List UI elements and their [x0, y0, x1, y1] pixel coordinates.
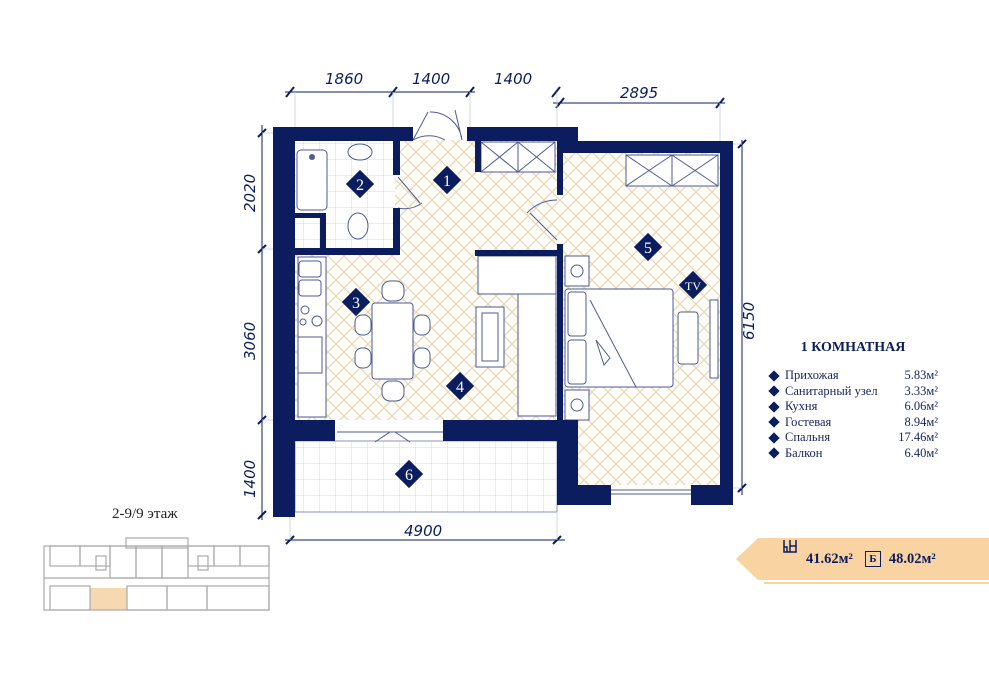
- diamond-icon: [768, 401, 780, 413]
- room-marker-3: 3: [341, 287, 371, 317]
- doors: [337, 109, 691, 495]
- dining-table: [371, 302, 414, 380]
- bench: [677, 311, 699, 365]
- walls: [273, 127, 733, 517]
- legend-item: Балкон 6.40м²: [768, 446, 938, 462]
- oven: [297, 336, 323, 374]
- svg-text:5: 5: [644, 240, 652, 257]
- legend-room-name: Спальня: [785, 430, 831, 445]
- diamond-icon: [768, 447, 780, 459]
- dim-top-1: 1860: [325, 70, 363, 88]
- total-area-icon: Б: [864, 551, 881, 567]
- furniture: [296, 141, 719, 421]
- legend-room-name: Балкон: [785, 445, 823, 460]
- bed: [564, 288, 674, 388]
- legend-room-area: 6.06м²: [904, 399, 938, 414]
- dim-top-3: 1400: [494, 70, 532, 88]
- toilet: [347, 212, 369, 240]
- legend-room-area: 6.40м²: [904, 445, 938, 460]
- tv-console: [709, 299, 719, 379]
- svg-text:3: 3: [352, 295, 360, 312]
- legend-item: Спальня 17.46м²: [768, 430, 938, 446]
- legend-room-area: 5.83м²: [904, 368, 938, 383]
- banner-shape: [736, 538, 989, 584]
- legend-room-name: Гостевая: [785, 414, 832, 429]
- dim-left-1: 2020: [241, 174, 259, 212]
- svg-text:2: 2: [356, 177, 364, 194]
- room-marker-4: 4: [445, 371, 475, 401]
- dim-top-2: 1400: [412, 70, 450, 88]
- room-legend: 1 КОМНАТНАЯ Прихожая 5.83м² Санитарный уз…: [768, 340, 938, 461]
- legend-item: Гостевая 8.94м²: [768, 415, 938, 431]
- balcony-floor: [295, 441, 557, 512]
- diamond-icon: [768, 385, 780, 397]
- legend-title: 1 КОМНАТНАЯ: [800, 340, 906, 355]
- total-area-value: 48.02м²: [888, 550, 936, 567]
- tv-marker: TV: [678, 270, 708, 300]
- room-marker-5: 5: [633, 232, 663, 262]
- living-area-value: 41.62м²: [806, 550, 853, 567]
- legend-room-area: 8.94м²: [904, 414, 938, 429]
- bathtub: [296, 149, 328, 211]
- svg-text:4: 4: [456, 379, 464, 396]
- diamond-icon: [768, 432, 780, 444]
- room-markers: 1 2 3 4 5 6 TV: [341, 165, 708, 489]
- apartment-highlight: [90, 588, 127, 610]
- floor-label: 2-9/9 этаж: [112, 506, 178, 522]
- diamond-icon: [768, 370, 780, 382]
- dim-left-3: 1400: [241, 460, 259, 498]
- building-key-plan: [43, 537, 270, 611]
- diamond-icon: [768, 416, 780, 428]
- legend-item: Санитарный узел 3.33м²: [768, 384, 938, 400]
- bath-sink: [347, 143, 373, 161]
- legend-room-name: Прихожая: [785, 368, 839, 383]
- kitchen-sink: [298, 260, 322, 278]
- dim-right: 6150: [740, 302, 758, 340]
- living-area-icon: [782, 540, 798, 566]
- legend-room-area: 3.33м²: [904, 383, 938, 398]
- legend-room-name: Санитарный узел: [785, 383, 878, 398]
- dimension-lines: [257, 86, 747, 545]
- svg-text:6: 6: [405, 467, 413, 484]
- dim-top-4: 2895: [620, 84, 658, 102]
- legend-room-name: Кухня: [785, 399, 818, 414]
- area-totals-banner: 41.62м² Б 48.02м²: [736, 538, 989, 584]
- legend-item: Прихожая 5.83м²: [768, 368, 938, 384]
- room-marker-6: 6: [394, 459, 424, 489]
- dim-left-2: 3060: [241, 322, 259, 360]
- legend-item: Кухня 6.06м²: [768, 399, 938, 415]
- dim-bottom: 4900: [404, 522, 442, 540]
- svg-text:TV: TV: [685, 279, 701, 293]
- svg-text:1: 1: [443, 173, 451, 190]
- legend-room-area: 17.46м²: [898, 430, 938, 445]
- nightstand: [564, 255, 590, 287]
